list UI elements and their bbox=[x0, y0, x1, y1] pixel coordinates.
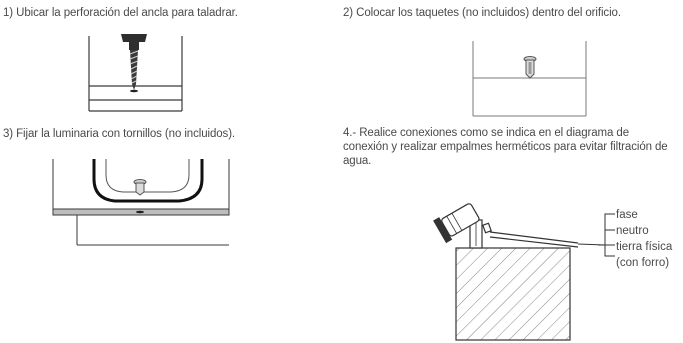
mounting-block bbox=[455, 247, 571, 341]
wire-label-ground: tierra física bbox=[616, 241, 673, 253]
wire-label-ground-note: (con forro) bbox=[616, 257, 669, 269]
wire-label-phase: fase bbox=[616, 209, 638, 221]
step-2-text: 2) Colocar los taquetes (no incluidos) d… bbox=[343, 7, 621, 19]
step-3-text: 3) Fijar la luminaria con tornillos (no … bbox=[3, 128, 236, 140]
step-4-text: 4.- Realice conexiones como se indica en… bbox=[343, 127, 668, 167]
wire-label-neutral: neutro bbox=[616, 225, 649, 237]
fixture-screw-illustration bbox=[52, 159, 230, 246]
step-1-text: 1) Ubicar la perforación del ancla para … bbox=[3, 7, 238, 19]
spotlight-head bbox=[433, 203, 480, 244]
wiring-diagram: fase neutro tierra física (con forro) bbox=[433, 203, 673, 341]
drill-illustration bbox=[88, 34, 183, 112]
wall-anchor-illustration bbox=[472, 41, 587, 117]
